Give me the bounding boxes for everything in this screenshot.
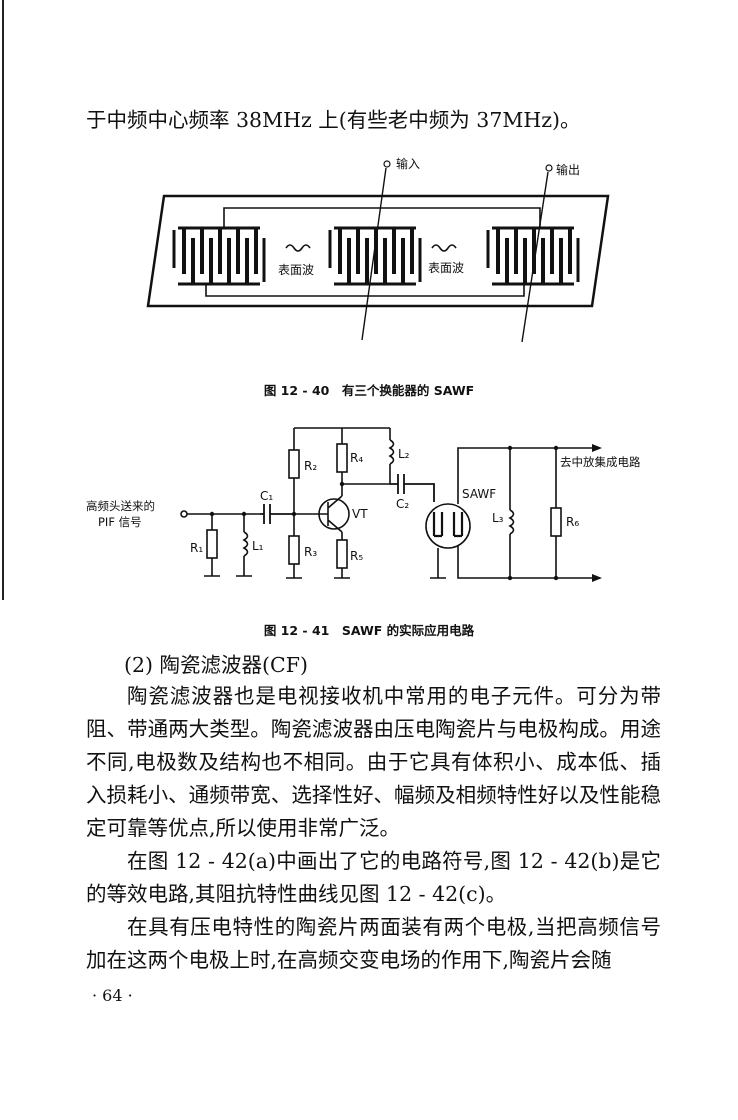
resistor-r5 [336,539,348,569]
paragraph-2: 在图 12 - 42(a)中画出了它的电路符号,图 12 - 42(b)是它的等… [86,849,661,906]
input-signal-label-2: PIF 信号 [98,515,142,529]
surface-wave-label-1: 表面波 [278,263,314,277]
paragraph-3: 在具有压电特性的陶瓷片两面装有两个电极,当把高频信号加在这两个电极上时,在高频交… [86,915,661,972]
resistor-r2 [288,449,300,479]
output-destination-label: 去中放集成电路 [560,455,640,469]
label-c1: C₁ [260,489,273,503]
label-r6: R₆ [566,515,579,529]
resistor-r6 [550,507,562,537]
resistor-r1 [206,529,218,559]
label-r2: R₂ [304,459,317,473]
label-r1: R₁ [190,541,203,555]
label-l1: L₁ [252,539,264,553]
inductor-l3 [508,509,515,535]
sawf-filter [425,503,471,549]
resistor-r3 [288,535,300,565]
transducer-left [172,226,266,286]
label-vt: VT [352,507,368,521]
label-r4: R₄ [350,451,363,465]
output-terminal [545,164,553,172]
top-paragraph: 于中频中心频率 38MHz 上(有些老中频为 37MHz)。 [86,108,581,132]
label-l2: L₂ [398,447,410,461]
resistor-r4 [336,443,348,473]
input-signal-label-1: 高频头送来的 [86,499,155,513]
page-edge-rule [2,0,4,600]
input-terminal [383,160,391,168]
output-label: 输出 [556,162,580,177]
transducer-center [328,226,422,286]
substrate-plate [146,194,610,308]
surface-wave-label-2: 表面波 [428,261,464,275]
section-heading: (2) 陶瓷滤波器(CF) [124,653,308,677]
inductor-l2 [388,439,395,465]
figure-12-41-sawf-circuit: 高频头送来的 PIF 信号 去中放集成电路 R₁ L₁ C₁ R₂ R₃ R₄ … [86,427,640,582]
label-r5: R₅ [350,549,363,563]
label-sawf: SAWF [462,487,496,501]
transducer-right [486,226,580,286]
figure-12-40-sawf-diagram: 输入 输出 表面波 表面波 [146,156,610,343]
label-l3: L₃ [492,511,504,525]
label-r3: R₃ [304,545,317,559]
page-number: · 64 · [92,986,133,1005]
label-c2: C₂ [396,497,409,511]
paragraph-1: 陶瓷滤波器也是电视接收机中常用的电子元件。可分为带阻、带通两大类型。陶瓷滤波器由… [86,684,661,840]
figure-12-40-caption: 图 12 - 40 有三个换能器的 SAWF [263,383,475,398]
figure-12-41-caption: 图 12 - 41 SAWF 的实际应用电路 [263,623,475,638]
inductor-l1 [242,531,249,557]
input-label: 输入 [396,156,420,171]
